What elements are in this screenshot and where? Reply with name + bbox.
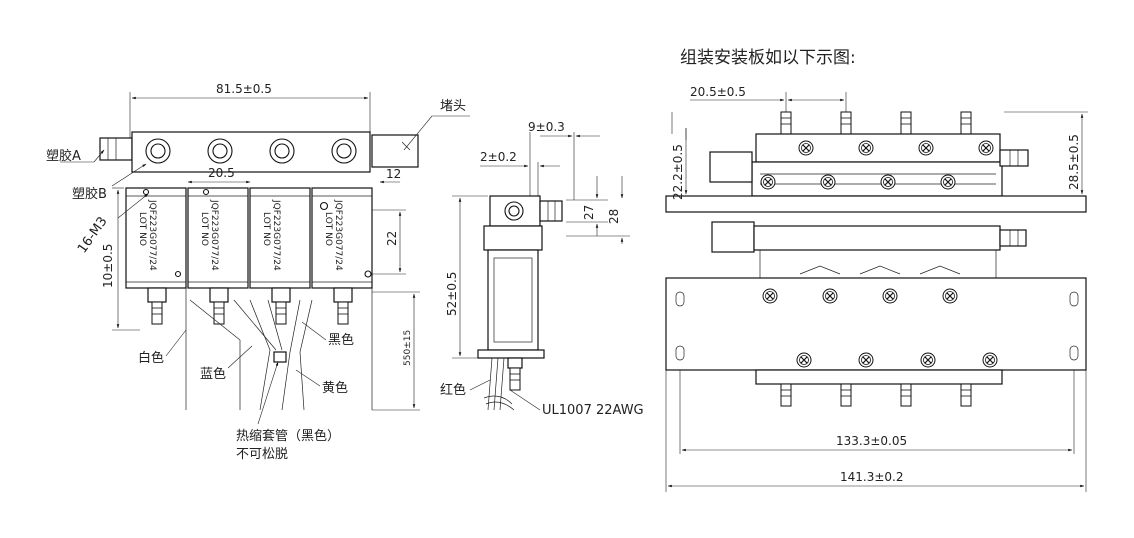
plug [371, 134, 419, 168]
dim-right-141: 141.3±0.2 [840, 470, 904, 484]
port-4 [331, 138, 357, 164]
dim-overall-width: 81.5±0.5 [216, 82, 272, 96]
valve-1-model: JQF223G077/24 [147, 199, 157, 271]
dim-52: 52±0.5 [445, 272, 459, 316]
top-nozzles [780, 111, 972, 135]
wire-white-label: 白色 [138, 350, 164, 366]
dim-pitch: 20.5 [208, 166, 235, 180]
dim-2: 2±0.2 [480, 150, 517, 164]
port-1 [145, 138, 171, 164]
valve-3-lot: LOT NO [261, 212, 271, 246]
valve-1: JQF223G077/24 LOT NO [125, 187, 187, 325]
valve-2-model: JQF223G077/24 [209, 199, 219, 271]
dim-9: 9±0.3 [528, 120, 565, 134]
dim-plug-len: 12 [386, 167, 401, 181]
dim-27: 27 [582, 205, 596, 220]
page-title: 组装安装板如以下示图: [680, 48, 856, 68]
side-view: 9±0.3 2±0.2 27 28 52±0.5 [440, 120, 644, 418]
valve-4: JQF223G077/24 LOT NO [311, 187, 373, 325]
sleeve-note-2: 不可松脱 [236, 447, 288, 462]
right-assembly-view: 20.5±0.5 22.2±0.5 [665, 85, 1088, 492]
plastic-b-label: 塑胶B [72, 186, 107, 202]
dim-right-22: 22.2±0.5 [671, 144, 685, 200]
valve-4-lot: LOT NO [323, 212, 333, 246]
dim-28: 28 [607, 209, 621, 224]
wire-red-label: 红色 [440, 382, 466, 398]
valve-3: JQF223G077/24 LOT NO [249, 187, 311, 325]
manifold-bar [131, 131, 371, 173]
valve-3-model: JQF223G077/24 [271, 199, 281, 271]
port-3 [269, 138, 295, 164]
mounting-plate [665, 277, 1087, 371]
mounting-plate-edge [665, 195, 1087, 213]
valve-2-lot: LOT NO [199, 212, 209, 246]
dim-right-pitch: 20.5±0.5 [690, 85, 746, 99]
wire-spec-label: UL1007 22AWG [542, 403, 644, 418]
wire-blue-label: 蓝色 [200, 366, 226, 382]
port-2 [207, 138, 233, 164]
dim-port-drop: 22 [385, 231, 399, 246]
dim-right-28: 28.5±0.5 [1067, 134, 1081, 190]
plastic-a-label: 塑胶A [46, 148, 81, 164]
dim-right-133: 133.3±0.05 [836, 434, 907, 448]
wire-bundle [185, 288, 373, 411]
plug-label: 堵头 [440, 99, 466, 114]
sleeve-note-1: 热缩套管（黑色） [236, 428, 340, 444]
valve-1-lot: LOT NO [137, 212, 147, 246]
valve-4-model: JQF223G077/24 [333, 199, 343, 271]
dim-height: 10±0.5 [101, 244, 115, 288]
left-front-view: 81.5±0.5 堵头 塑胶A 塑胶B 12 20.5 [46, 82, 470, 462]
wire-yellow-label: 黄色 [322, 380, 348, 396]
valve-2: JQF223G077/24 LOT NO [187, 187, 249, 325]
wire-black-label: 黑色 [328, 332, 354, 348]
dim-wire-len: 550±15 [403, 330, 413, 366]
